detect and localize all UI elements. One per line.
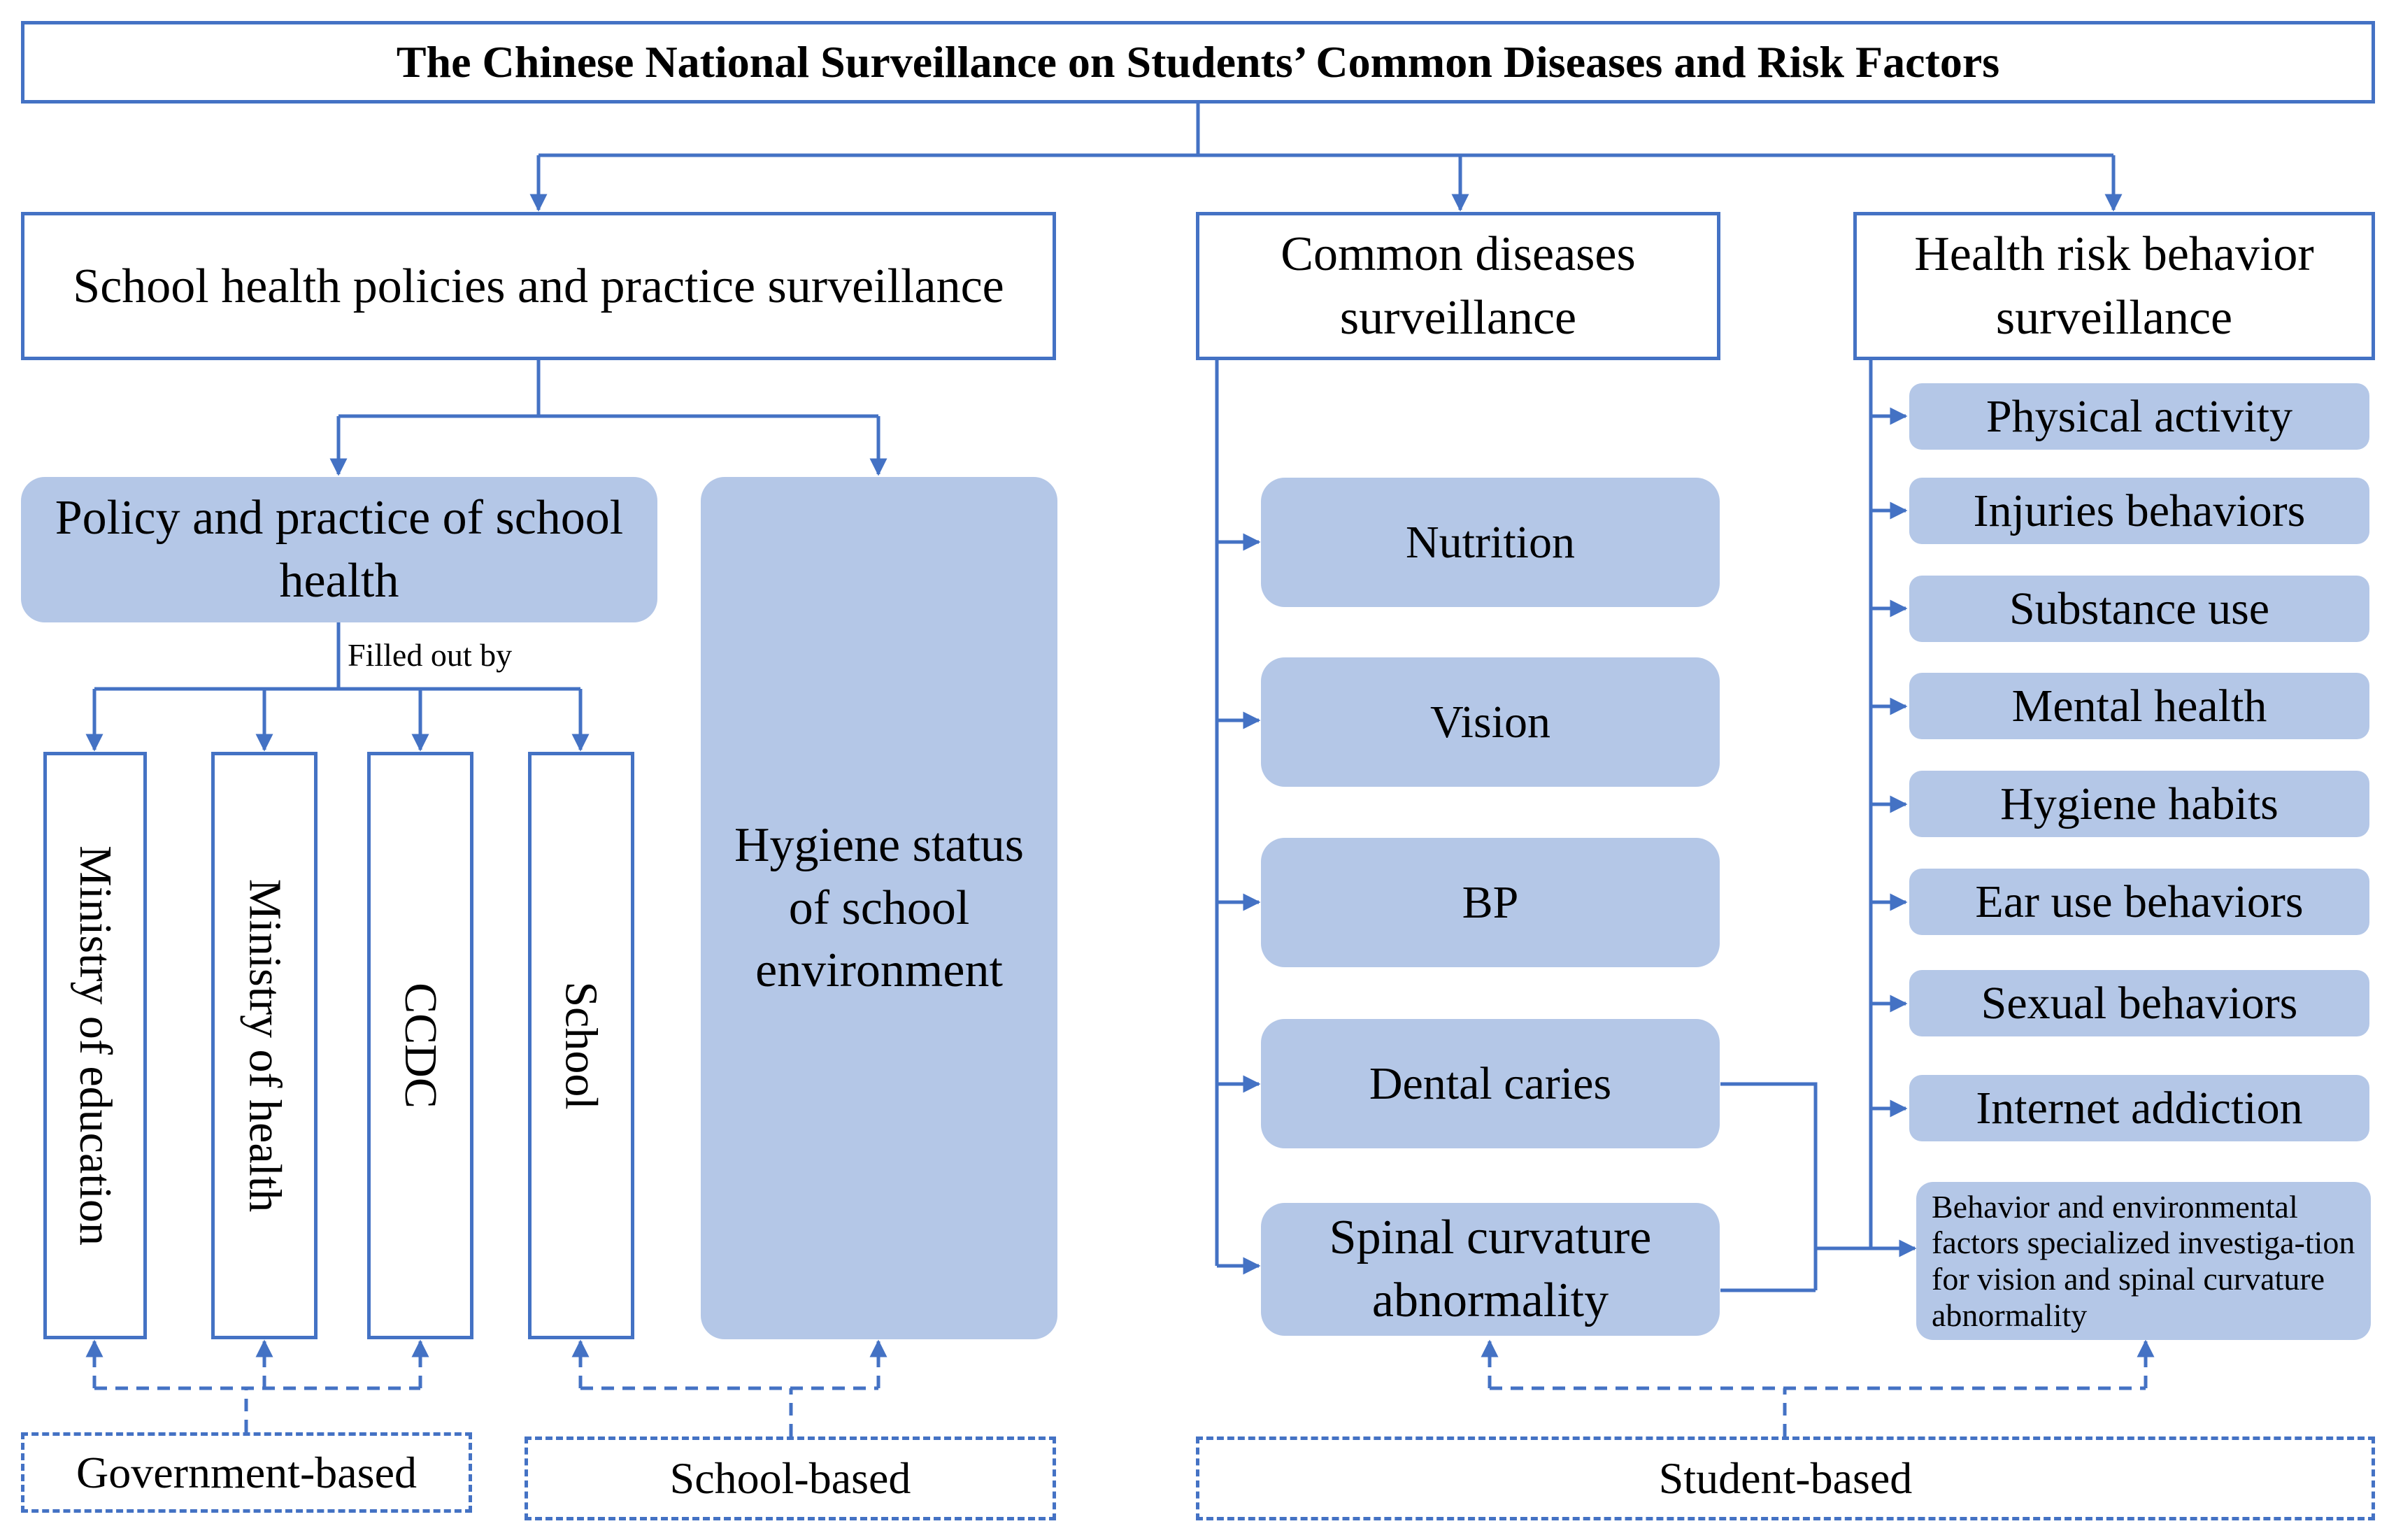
health-risk-behavior-box: Health risk behavior surveillance: [1853, 212, 2375, 360]
filler-school: School: [528, 752, 634, 1339]
government-based-box: Government-based: [21, 1432, 472, 1513]
filled-out-by-label: Filled out by: [348, 637, 513, 673]
policy-practice-box: Policy and practice of school health: [21, 477, 657, 622]
common-diseases-box: Common diseases surveillance: [1196, 212, 1720, 360]
disease-item: Spinal curvature abnormality: [1261, 1203, 1720, 1336]
hygiene-status-box: Hygiene status of school environment: [701, 477, 1057, 1339]
risk-item: Injuries behaviors: [1909, 478, 2369, 544]
special-investigation-box: Behavior and environmental factors speci…: [1916, 1182, 2371, 1340]
risk-item: Ear use behaviors: [1909, 869, 2369, 935]
disease-item: BP: [1261, 838, 1720, 967]
filler-ministry-of-health: Ministry of health: [211, 752, 318, 1339]
filler-ccdc: CCDC: [367, 752, 473, 1339]
disease-item: Nutrition: [1261, 478, 1720, 607]
risk-item: Mental health: [1909, 673, 2369, 739]
risk-item: Substance use: [1909, 576, 2369, 642]
diagram-title: The Chinese National Surveillance on Stu…: [21, 21, 2375, 104]
risk-item: Physical activity: [1909, 383, 2369, 450]
risk-item: Sexual behaviors: [1909, 970, 2369, 1036]
school-health-policies-box: School health policies and practice surv…: [21, 212, 1056, 360]
risk-item: Internet addiction: [1909, 1075, 2369, 1141]
disease-item: Dental caries: [1261, 1019, 1720, 1148]
risk-item: Hygiene habits: [1909, 771, 2369, 837]
filler-ministry-of-education: Ministry of education: [43, 752, 147, 1339]
disease-item: Vision: [1261, 657, 1720, 787]
student-based-box: Student-based: [1196, 1436, 2375, 1520]
school-based-box: School-based: [525, 1436, 1056, 1520]
